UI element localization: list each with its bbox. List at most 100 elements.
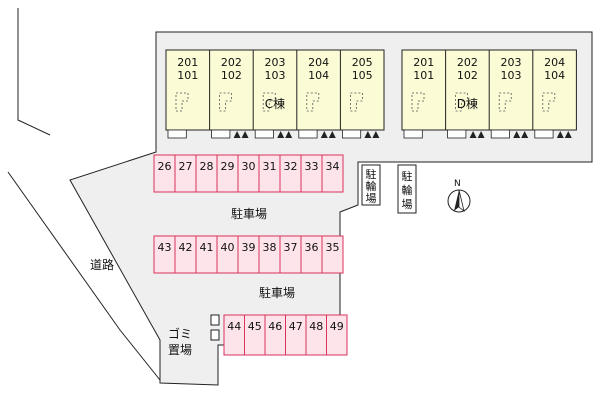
bike-parking-2: 駐輪場 [397,164,417,214]
unit-entrance [167,129,187,139]
road-lines [7,8,161,381]
parking-area-label-lower: 駐車場 [259,285,295,300]
unit-number-upper: 201 [413,56,434,69]
parking-space-number: 35 [326,241,340,254]
parking-space-number: 34 [326,160,340,173]
unit-entrance [490,129,510,139]
parking-area-label-upper: 駐車場 [231,206,267,221]
unit-number-lower: 102 [457,69,478,82]
unit-entrance [403,129,423,139]
entrance-triangle-icon [521,131,529,138]
unit-number-lower: 101 [177,69,198,82]
parking-space-number: 39 [242,241,256,254]
unit-number-lower: 104 [544,69,565,82]
parking-row-1: 26 27 28 29 30 31 32 33 34 [153,154,344,193]
parking-row-2: 43 42 41 40 39 38 37 36 35 [153,235,344,274]
entrance-triangle-icon [328,131,336,138]
stair-outline [498,92,512,112]
stair-outline [411,92,425,112]
stair-outline [306,92,320,112]
unit-number-lower: 104 [308,69,329,82]
unit-number-lower: 101 [413,69,434,82]
parking-space-number: 37 [284,241,298,254]
stair-outline [455,92,468,112]
unit-number-upper: 202 [221,56,242,69]
unit-number-lower: 103 [265,69,286,82]
parking-space-number: 36 [305,241,319,254]
unit-number-lower: 105 [352,69,373,82]
entrance-triangle-icon [285,131,293,138]
garbage-area: ゴミ 置場 [168,314,220,357]
parking-space-number: 46 [268,320,282,333]
stair-outline [175,92,189,112]
parking-space-number: 27 [179,160,193,173]
unit-number-lower: 102 [221,69,242,82]
stair-outline [219,92,232,112]
unit-number-upper: 204 [544,56,565,69]
parking-space-number: 42 [179,241,193,254]
parking-space [321,154,344,193]
parking-rows: 26 27 28 29 30 31 32 33 34 43 42 41 40 39 38 37 36 35 44 45… [153,154,348,356]
parking-space-number: 43 [158,241,172,254]
unit-number-upper: 203 [265,56,286,69]
unit-number-upper: 203 [501,56,522,69]
parking-space-number: 48 [309,320,323,333]
entrance-triangle-icon [513,131,521,138]
garbage-label-line2: 置場 [168,343,192,357]
buildings: 201101202102203103204104205105C棟20110120… [165,49,577,139]
parking-space-number: 38 [263,241,277,254]
stair-outline [350,92,363,112]
entrance-triangle-icon [477,131,485,138]
parking-space [326,314,348,356]
parking-space-number: 47 [289,320,303,333]
bike-parking-label-1: 駐輪場 [366,167,377,205]
road-label: 道路 [90,257,114,272]
entrance-triangle-icon [364,131,372,138]
unit-number-lower: 103 [501,69,522,82]
unit-entrance [447,129,467,139]
unit-entrance [254,129,274,139]
entrance-triangle-icon [372,131,380,138]
parking-space-number: 33 [305,160,319,173]
unit-entrance [534,129,554,139]
stair-outline [262,92,276,112]
entrance-triangle-icon [277,131,285,138]
building-label: D棟 [457,96,478,111]
parking-space-number: 44 [227,320,241,333]
parking-space-number: 31 [263,160,277,173]
unit-entrance [341,129,362,139]
parking-space-number: 30 [242,160,256,173]
bike-parking-1: 駐輪場 [361,164,381,206]
entrance-triangle-icon [564,131,572,138]
bike-parking-label-2: 駐輪場 [402,169,413,211]
parking-space-number: 28 [200,160,214,173]
parking-space-number: 32 [284,160,298,173]
stair-outline [542,92,556,112]
unit-entrance [298,129,318,139]
parking-space-number: 49 [330,320,344,333]
garbage-label-line1: ゴミ [168,326,192,341]
unit-entrance [211,129,231,139]
parking-space [321,235,344,274]
entrance-triangle-icon [469,131,477,138]
north-label: N [454,179,461,189]
entrance-triangle-icon [556,131,564,138]
parking-space-number: 40 [221,241,235,254]
parking-space-number: 41 [200,241,214,254]
building-label: C棟 [265,96,285,111]
parking-space-number: 45 [248,320,262,333]
north-arrow-icon: N [447,179,471,213]
unit-number-upper: 205 [352,56,373,69]
unit-number-upper: 201 [177,56,198,69]
parking-row-3: 44 45 46 47 48 49 [223,314,348,356]
parking-space-number: 29 [221,160,235,173]
entrance-triangle-icon [241,131,249,138]
unit-number-upper: 202 [457,56,478,69]
entrance-triangle-icon [233,131,241,138]
entrance-triangle-icon [320,131,328,138]
parking-space-number: 26 [158,160,172,173]
unit-number-upper: 204 [308,56,329,69]
